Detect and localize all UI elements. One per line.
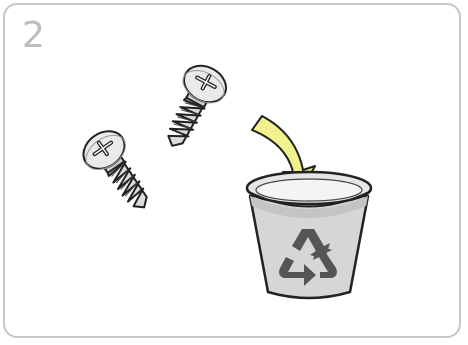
screw-icon — [153, 59, 233, 156]
screw-icon — [76, 123, 162, 220]
